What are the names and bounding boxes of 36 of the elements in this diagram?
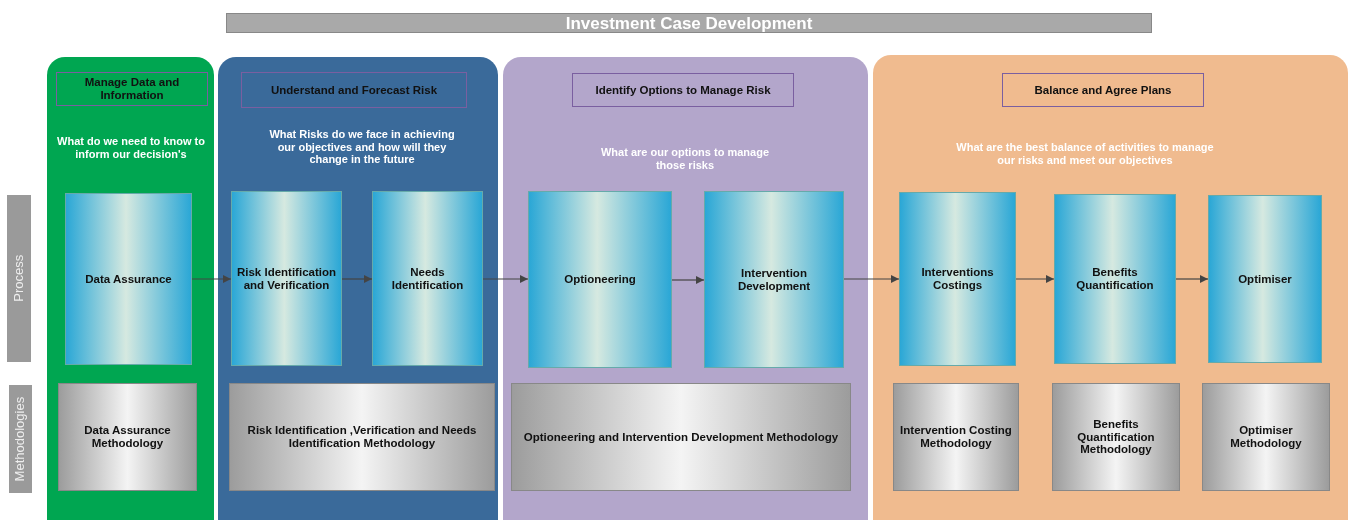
row-label-band: Methodologies [9, 385, 32, 493]
question-text: What Risks do we face in achieving our objectives and how will they change in the future [268, 128, 456, 166]
methodology-box: Data Assurance Methodology [58, 383, 197, 491]
process-box: Needs Identification [372, 191, 483, 366]
stage-title-box: Identify Options to Manage Risk [572, 73, 794, 107]
methodology-box: Optioneering and Intervention Development Methodology [511, 383, 851, 491]
process-box: Optioneering [528, 191, 672, 368]
stage-title-box: Manage Data and Information [56, 72, 208, 106]
stage-title-box: Understand and Forecast Risk [241, 72, 467, 108]
arrow [1175, 274, 1209, 284]
arrow [1015, 274, 1055, 284]
question-text: What are our options to manage those risks [599, 146, 771, 172]
stage-panel [47, 57, 214, 520]
stage-title-box: Balance and Agree Plans [1002, 73, 1204, 107]
methodology-box: Risk Identification ,Verification and Needs Identification Methodology [229, 383, 495, 491]
methodology-box: Benefits Quantification Methodology [1052, 383, 1180, 491]
stage-panel [218, 57, 498, 520]
arrow [671, 275, 705, 285]
methodology-box: Optimiser Methodology [1202, 383, 1330, 491]
question-text: What are the best balance of activities to manage our risks and meet our objectives [955, 141, 1215, 167]
process-box: Data Assurance [65, 193, 192, 365]
row-label-band: Process [7, 195, 31, 362]
arrow [341, 274, 373, 284]
process-box: Interventions Costings [899, 192, 1016, 366]
question-text: What do we need to know to inform our decision's [56, 135, 206, 161]
process-box: Benefits Quantification [1054, 194, 1176, 364]
process-box: Optimiser [1208, 195, 1322, 363]
stage-panel [873, 55, 1348, 520]
arrow [843, 274, 900, 284]
arrow [191, 274, 232, 284]
arrow [482, 274, 529, 284]
process-box: Risk Identification and Verification [231, 191, 342, 366]
process-box: Intervention Development [704, 191, 844, 368]
methodology-box: Intervention Costing Methodology [893, 383, 1019, 491]
title-banner: Investment Case Development [226, 13, 1152, 33]
stage-panel [503, 57, 868, 520]
